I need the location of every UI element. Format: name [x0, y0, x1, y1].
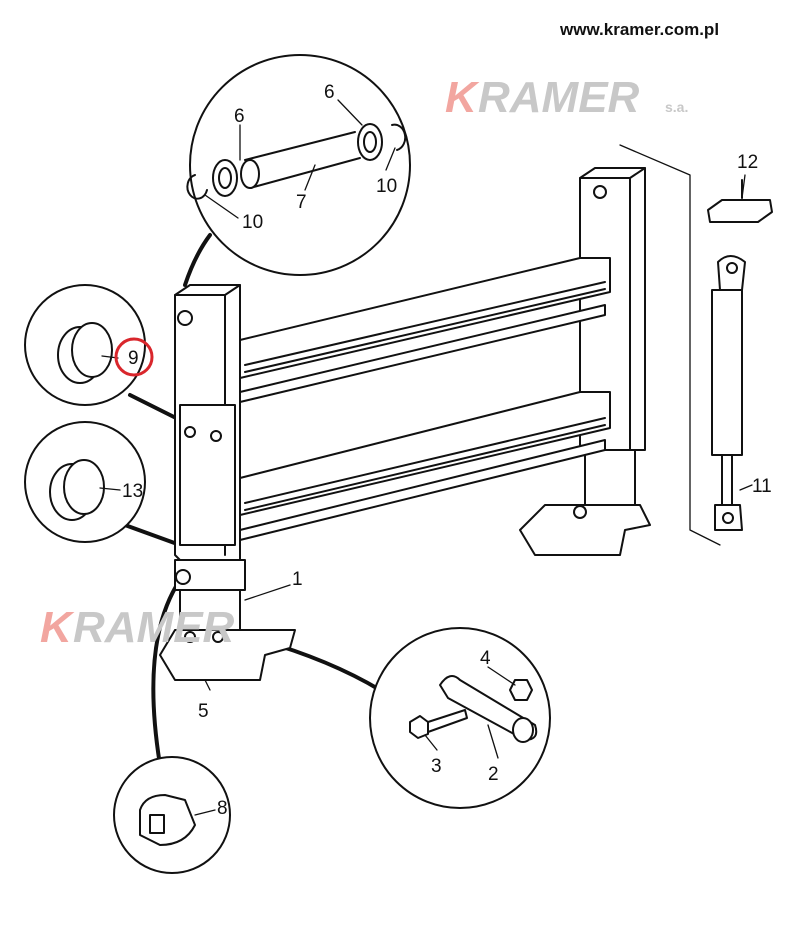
detail-plug-9	[24, 284, 146, 406]
callout-10b: 10	[376, 176, 397, 197]
detail-pin-bolt	[369, 627, 551, 809]
callout-12: 12	[737, 152, 758, 173]
svg-text:K: K	[40, 603, 75, 652]
callout-3: 3	[431, 756, 442, 777]
callout-11: 11	[752, 476, 772, 497]
callout-1: 1	[292, 569, 303, 590]
leader-top-detail	[183, 233, 212, 287]
callout-6a: 6	[234, 106, 245, 127]
callout-9: 9	[128, 348, 139, 369]
detail-plug-13	[24, 421, 146, 543]
leader-8	[151, 578, 182, 767]
svg-text:s.a.: s.a.	[665, 99, 688, 115]
svg-text:RAMER: RAMER	[478, 73, 640, 122]
cap-part-12	[707, 179, 773, 223]
callout-7: 7	[296, 192, 307, 213]
kramer-watermark-top: K RAMER s.a.	[445, 73, 688, 122]
leader-9	[128, 393, 182, 422]
callout-5: 5	[198, 701, 209, 722]
gas-strut-part-11	[711, 255, 746, 531]
callout-13: 13	[122, 481, 143, 502]
callout-10a: 10	[242, 212, 263, 233]
callout-4: 4	[480, 648, 491, 669]
leader-13	[123, 523, 182, 547]
kramer-watermark-mid: K RAMER	[40, 603, 235, 652]
website-url: www.kramer.com.pl	[560, 20, 720, 39]
callout-2: 2	[488, 764, 499, 785]
detail-plug-8	[113, 756, 231, 874]
assembly-guide-line	[619, 144, 721, 546]
callout-6b: 6	[324, 82, 335, 103]
svg-text:RAMER: RAMER	[73, 603, 235, 652]
callout-8: 8	[217, 798, 228, 819]
detail-pin-assembly	[186, 54, 411, 276]
svg-text:K: K	[445, 73, 480, 122]
stand-frame	[159, 167, 651, 681]
highlight-ring-9	[114, 337, 154, 377]
